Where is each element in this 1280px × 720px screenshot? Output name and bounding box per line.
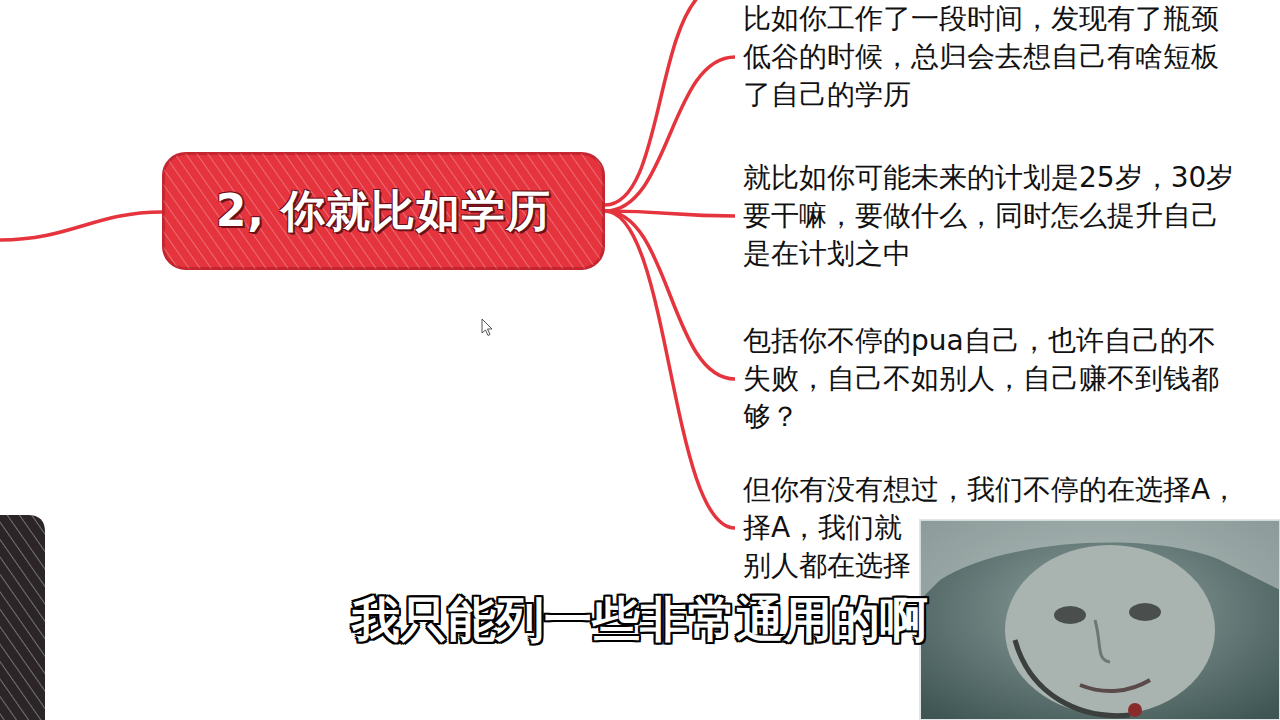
text-line: 失败，自己不如别人，自己赚不到钱都 [743, 360, 1219, 398]
branch-text: 包括你不停的pua自己，也许自己的不 失败，自己不如别人，自己赚不到钱都 够？ [735, 322, 1219, 436]
text-line: 择A，我们就 [743, 509, 1238, 547]
text-line: 比如你工作了一段时间，发现有了瓶颈 [743, 0, 1219, 38]
text-line: 包括你不停的pua自己，也许自己的不 [743, 322, 1219, 360]
branch-label: 比如你工作了一段时间，发现有了瓶颈 低谷的时候，总归会去想自己有啥短板 了自己的… [743, 0, 1219, 114]
topic-hatch [164, 154, 604, 269]
hatched-block [0, 515, 45, 720]
topic-fill [164, 154, 604, 269]
subtitle-box: 我只能列一些非常通用的啊 [0, 588, 1280, 652]
text-line: 别人都在选择 [743, 547, 1238, 585]
topic-label: 2, 你就比如学历 [216, 182, 552, 241]
branch-connector [605, 211, 735, 379]
subtitle: 我只能列一些非常通用的啊 [352, 588, 928, 652]
branch-text: 就比如你可能未来的计划是25岁，30岁 要干嘛，要做什么，同时怎么提升自己 是在… [735, 159, 1234, 273]
branch-label: 但你有没有想过，我们不停的在选择A， 择A，我们就 别人都在选择 [743, 471, 1238, 585]
topic-box: 2, 你就比如学历 [162, 152, 605, 270]
text-line: 是在计划之中 [743, 235, 1234, 273]
branch-label: 就比如你可能未来的计划是25岁，30岁 要干嘛，要做什么，同时怎么提升自己 是在… [743, 159, 1234, 273]
branch-connector [605, 211, 735, 528]
text-line: 够？ [743, 398, 1219, 436]
text-line: 低谷的时候，总归会去想自己有啥短板 [743, 38, 1219, 76]
mouse-cursor [482, 319, 492, 336]
text-line: 就比如你可能未来的计划是25岁，30岁 [743, 159, 1234, 197]
text-line: 了自己的学历 [743, 76, 1219, 114]
text-line: 要干嘛，要做什么，同时怎么提升自己 [743, 197, 1234, 235]
text-line: 但你有没有想过，我们不停的在选择A， [743, 471, 1238, 509]
branch-label: 包括你不停的pua自己，也许自己的不 失败，自己不如别人，自己赚不到钱都 够？ [743, 322, 1219, 436]
branch-text: 比如你工作了一段时间，发现有了瓶颈 低谷的时候，总归会去想自己有啥短板 了自己的… [735, 0, 1219, 114]
webcam-overlay [920, 520, 1280, 720]
branch-text: 但你有没有想过，我们不停的在选择A， 择A，我们就 别人都在选择 [735, 471, 1238, 585]
branch-line [0, 212, 162, 240]
branch-connector [605, 57, 735, 211]
